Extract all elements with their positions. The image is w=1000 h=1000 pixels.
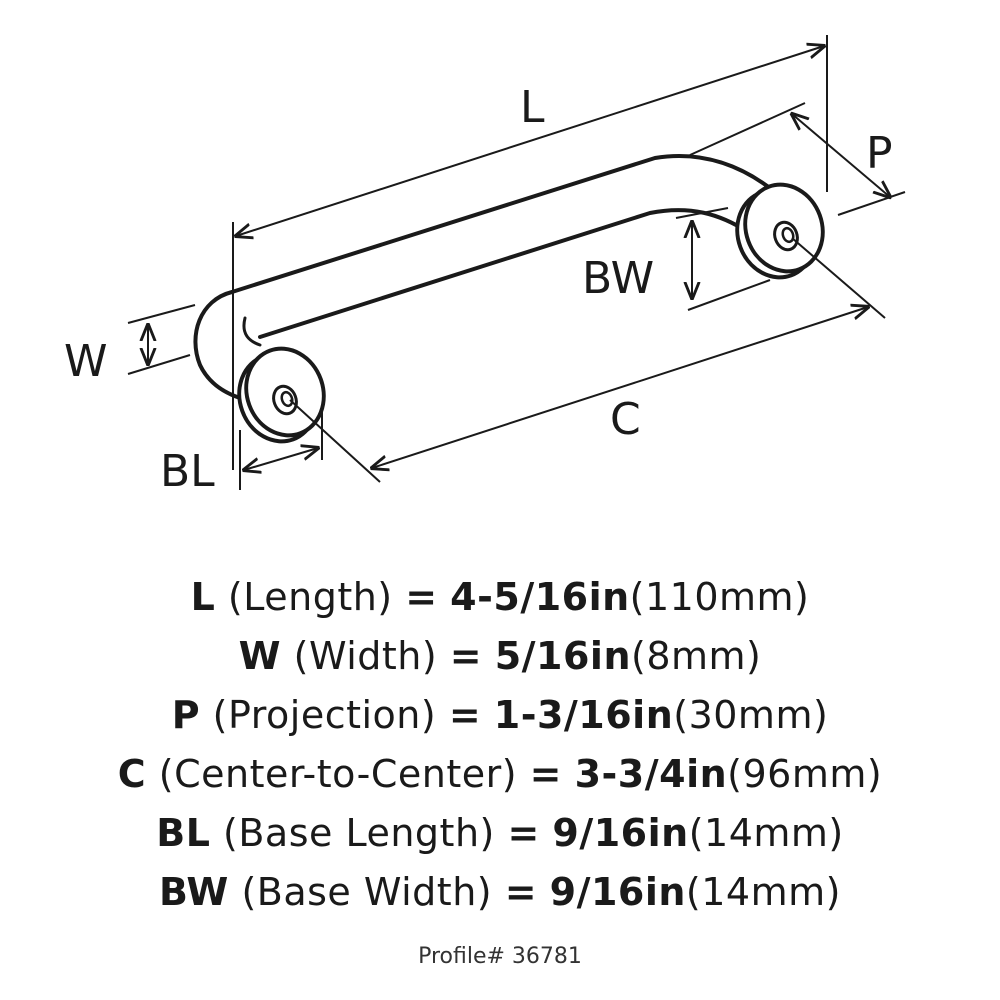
dim-metric: (14mm) [685,870,841,914]
dim-BL-line [244,448,318,470]
dim-P-line [792,114,890,197]
dim-code: W [238,634,282,678]
dim-W-extension-bottom [127,354,191,375]
handle-bar-bottom-edge [258,208,750,339]
dim-W-extension-top [127,304,196,324]
dim-P-extension-top [689,102,806,156]
dim-BW-extension-bottom [687,279,771,311]
dimension-spec-list: L (Length) = 4-5/16in(110mm) W (Width) =… [0,568,1000,922]
dim-row-base-length: BL (Base Length) = 9/16in(14mm) [0,804,1000,863]
dim-C-extension-left [289,399,381,483]
left-base [237,346,326,444]
dim-imperial: 9/16in [549,870,686,914]
dim-imperial: 5/16in [494,634,631,678]
dim-equals: = [405,575,438,619]
dim-equals: = [507,811,540,855]
handle-left-leg-inner [242,316,262,347]
dim-imperial: 3-3/4in [574,752,728,796]
label-P: P [866,128,893,179]
dim-P-extension-bottom [837,191,906,216]
dim-equals: = [448,693,482,737]
dim-code: P [171,693,201,737]
label-L: L [520,82,545,133]
dim-metric: (8mm) [631,634,762,678]
dimension-lines [127,35,906,490]
dim-row-length: L (Length) = 4-5/16in(110mm) [0,568,1000,627]
dim-code: BL [156,811,211,855]
label-W: W [64,336,108,387]
dim-row-base-width: BW (Base Width) = 9/16in(14mm) [0,863,1000,922]
dim-metric: (14mm) [688,811,844,855]
dim-row-projection: P (Projection) = 1-3/16in(30mm) [0,686,1000,745]
dim-name: (Base Width) [241,870,493,914]
dim-L-line [236,46,824,236]
dim-row-width: W (Width) = 5/16in(8mm) [0,627,1000,686]
dim-code: C [117,752,147,796]
dim-imperial: 1-3/16in [493,693,674,737]
dim-equals: = [504,870,538,914]
label-BW: BW [582,253,654,304]
dim-BW-extension-top [675,207,729,219]
handle-dimension-drawing: L P BW W C BL [64,35,906,497]
dim-equals: = [449,634,483,678]
profile-number: Profile# 36781 [418,944,582,969]
dim-name: (Width) [293,634,438,678]
dim-C-line [372,307,868,468]
dim-name: (Center-to-Center) [158,752,518,796]
dim-metric: (110mm) [629,575,810,619]
dim-row-center-to-center: C (Center-to-Center) = 3-3/4in(96mm) [0,745,1000,804]
dim-name: (Length) [227,575,393,619]
handle-left-leg [193,290,242,400]
dim-imperial: 9/16in [552,811,689,855]
dim-code: BW [159,870,229,914]
handle-bar-top-edge [230,154,777,294]
dim-metric: (30mm) [673,693,829,737]
label-C: C [610,394,641,445]
dim-imperial: 4-5/16in [450,575,630,619]
dim-metric: (96mm) [727,752,883,796]
dim-name: (Base Length) [223,811,495,855]
dim-C-extension-right [791,237,886,319]
dim-name: (Projection) [212,693,437,737]
dim-code: L [190,575,216,619]
dim-equals: = [529,752,562,796]
label-BL: BL [160,446,215,497]
right-base [735,182,825,280]
dimension-labels: L P BW W C BL [64,82,893,497]
